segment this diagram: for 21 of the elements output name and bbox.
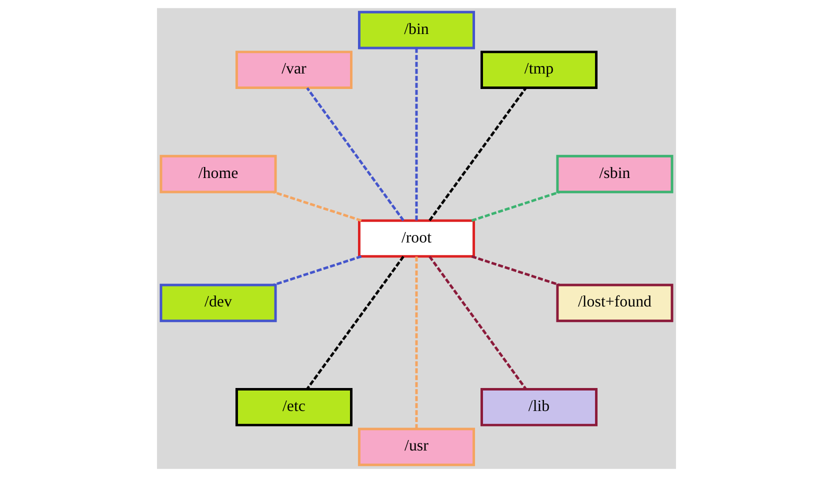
connector: [414, 48, 418, 220]
node-box: /sbin: [556, 154, 673, 194]
node-box: /var: [234, 50, 352, 90]
node-box: /dev: [159, 284, 276, 322]
connector: [306, 256, 404, 390]
node-box: /lost+found: [556, 284, 673, 322]
connector: [470, 255, 560, 286]
connector: [414, 256, 418, 429]
connector: [470, 190, 560, 222]
connector: [428, 256, 526, 390]
connector: [306, 87, 404, 222]
connector: [428, 87, 526, 222]
node-box: /usr: [357, 428, 475, 466]
node-box: /lib: [480, 388, 598, 426]
node-box: /bin: [357, 10, 475, 50]
node-box: /home: [159, 154, 276, 194]
node-box: /etc: [234, 388, 352, 426]
connector: [272, 190, 362, 222]
node-box: /tmp: [480, 50, 598, 90]
connector: [272, 255, 362, 286]
node-box: /root: [357, 219, 475, 258]
